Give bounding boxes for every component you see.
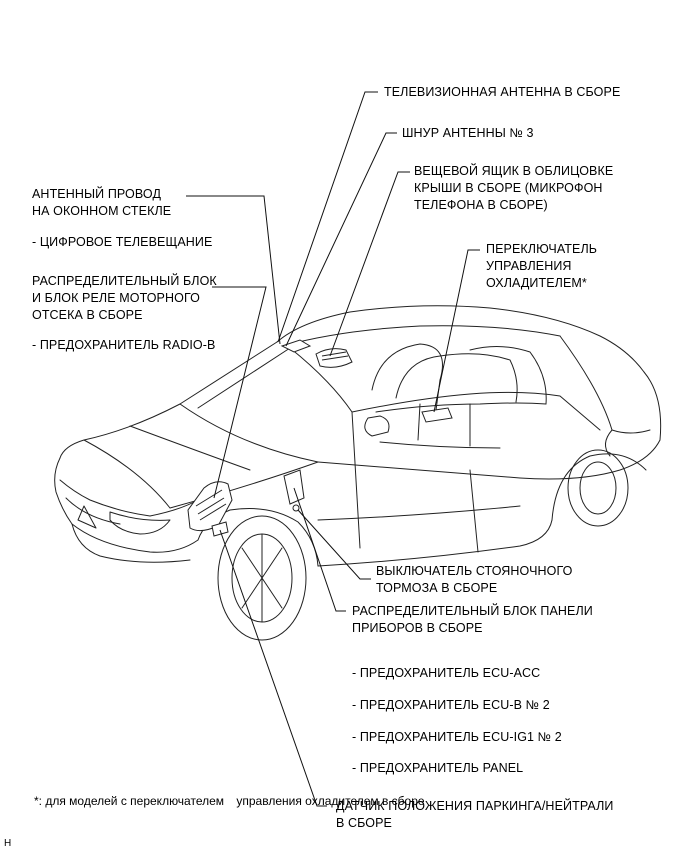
tv-antenna-marker [280,339,312,353]
leader-instrument-panel-block [293,487,346,612]
leader-park-neutral-sensor [219,529,327,807]
label-parking-brake-switch: ВЫКЛЮЧАТЕЛЬ СТОЯНОЧНОГО ТОРМОЗА В СБОРЕ [376,564,573,595]
label-engine-relay-block: РАСПРЕДЕЛИТЕЛЬНЫЙ БЛОК И БЛОК РЕЛЕ МОТОР… [32,274,217,322]
label-cooler-switch: ПЕРЕКЛЮЧАТЕЛЬ УПРАВЛЕНИЯ ОХЛАДИТЕЛЕМ* [486,242,598,290]
parking-brake-switch-marker [292,504,300,512]
footnote-mark: * [34,794,39,808]
leader-tv-antenna [277,91,378,343]
figure-code: H [4,838,12,849]
label-fuse-ecu-acc: - ПРЕДОХРАНИТЕЛЬ ECU-ACC [352,666,541,680]
leader-antenna-cord [285,132,397,347]
label-fuse-ecu-b2: - ПРЕДОХРАНИТЕЛЬ ECU-B № 2 [352,698,550,712]
label-fuse-radio-b: - ПРЕДОХРАНИТЕЛЬ RADIO-B [32,338,216,352]
cooler-switch-marker [421,407,453,423]
component-markers [187,339,453,537]
label-window-antenna: АНТЕННЫЙ ПРОВОД НА ОКОННОМ СТЕКЛЕ [32,187,172,218]
label-roof-box: ВЕЩЕВОЙ ЯЩИК В ОБЛИЦОВКЕ КРЫШИ В СБОРЕ (… [414,164,614,212]
leader-lines [186,91,480,807]
leader-engine-relay-block [212,286,267,499]
leader-parking-brake-switch [297,509,371,580]
leader-roof-box [329,171,410,357]
leader-window-antenna [186,195,281,345]
footnote-line-1: : для моделей с переключателем [38,794,225,808]
park-neutral-sensor-marker [211,521,229,537]
label-antenna-cord: ШНУР АНТЕННЫ № 3 [402,126,534,140]
car-outline [54,305,662,641]
label-park-neutral-sensor: ДАТЧИК ПОЛОЖЕНИЯ ПАРКИНГА/НЕЙТРАЛИ В СБО… [336,799,614,830]
label-fuse-ecu-ig1-2: - ПРЕДОХРАНИТЕЛЬ ECU-IG1 № 2 [352,730,562,744]
label-tv-antenna: ТЕЛЕВИЗИОННАЯ АНТЕННА В СБОРЕ [384,85,621,99]
footnote-line-2: управления охладителем в сборе [236,794,425,808]
instrument-panel-block-marker [283,469,305,505]
footnote: *: для моделей с переключателем управлен… [34,793,425,810]
leader-cooler-switch [433,249,480,413]
label-instrument-panel-block: РАСПРЕДЕЛИТЕЛЬНЫЙ БЛОК ПАНЕЛИ ПРИБОРОВ В… [352,604,593,635]
label-fuse-panel: - ПРЕДОХРАНИТЕЛЬ PANEL [352,761,524,775]
label-digital-tv: - ЦИФРОВОЕ ТЕЛЕВЕЩАНИЕ [32,235,213,249]
